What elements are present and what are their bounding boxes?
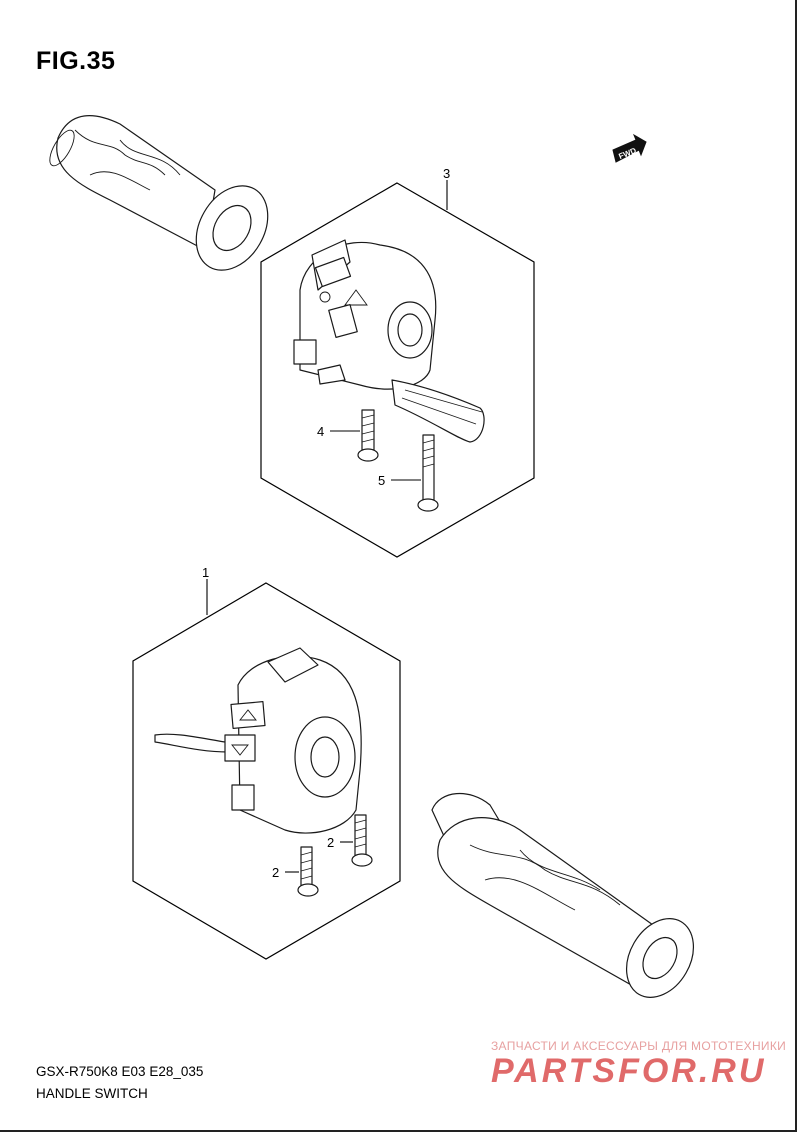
watermark-logo: PARTSFOR.RU	[491, 1052, 766, 1090]
callout-1: 1	[202, 565, 209, 580]
fwd-arrow-icon: FWD	[612, 133, 647, 163]
left-grip-illustration	[49, 115, 269, 271]
callout-3: 3	[443, 166, 450, 181]
callout-2a: 2	[327, 835, 334, 850]
model-code: GSX-R750K8 E03 E28_035	[36, 1064, 204, 1079]
left-switch-group-outline	[132, 582, 401, 960]
left-handle-switch-illustration	[154, 647, 362, 834]
bolt-4-illustration	[357, 409, 379, 462]
callout-4: 4	[317, 424, 324, 439]
figure-title: FIG.35	[36, 47, 116, 75]
right-switch-group-outline	[260, 182, 535, 558]
right-grip-illustration	[431, 792, 695, 998]
diagram-caption: HANDLE SWITCH	[36, 1086, 148, 1101]
callout-5: 5	[378, 473, 385, 488]
bolt-5-illustration	[417, 434, 439, 512]
bolt-2b-illustration	[297, 846, 319, 897]
bolt-2a-illustration	[351, 814, 373, 867]
watermark-subtitle: ЗАПЧАСТИ И АКСЕССУАРЫ ДЛЯ МОТОТЕХНИКИ	[491, 1039, 787, 1053]
right-handle-switch-illustration	[293, 239, 485, 443]
svg-text:PARTSFOR.RU: PARTSFOR.RU	[491, 1052, 766, 1090]
callout-2b: 2	[272, 865, 279, 880]
